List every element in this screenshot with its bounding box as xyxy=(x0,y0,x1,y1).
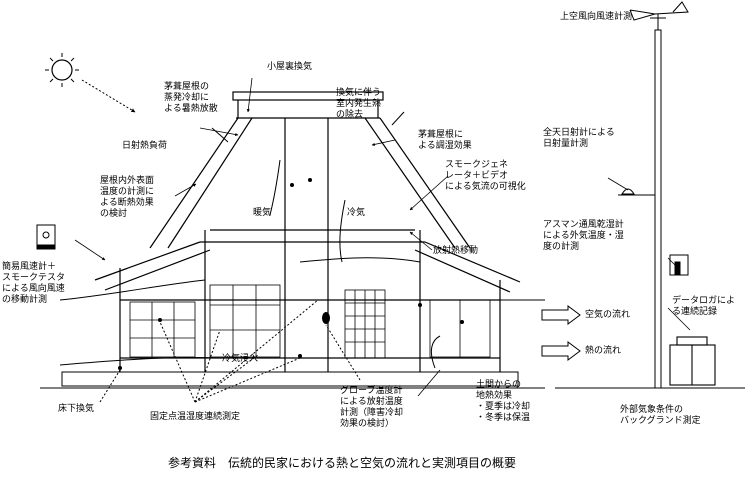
thatch-humidity-label: 茅葺屋根に よる調湿効果 xyxy=(418,130,472,151)
smoke-gen-label: スモークジェネ レータ＋ビデオ による気流の可視化 xyxy=(445,160,526,192)
fixed-point-label: 固定点温湿度連続測定 xyxy=(150,412,241,422)
ground-line xyxy=(40,371,745,389)
video-camera-icon xyxy=(36,224,56,250)
small-roof-vent-label: 小屋裏換気 xyxy=(267,62,313,72)
psychrometer-icon xyxy=(669,254,689,276)
data-logger-icon xyxy=(669,336,716,386)
vent-heat-removal-label: 換気に伴う 室内発生熱 の除去 xyxy=(336,88,382,120)
background-label: 外部気象条件の バックグランド測定 xyxy=(620,405,701,426)
fixed-point-leaders xyxy=(99,299,361,403)
figure-caption: 参考資料 伝統的民家における熱と空気の流れと実測項目の概要 xyxy=(168,456,517,470)
label-leaders xyxy=(74,77,691,397)
shoji-windows xyxy=(129,284,491,359)
heat-flow-legend-label: 熱の流れ xyxy=(585,346,622,356)
weather-mast xyxy=(650,17,666,389)
cool-air-label: 冷気 xyxy=(347,208,366,218)
solar-ray xyxy=(81,79,136,113)
air-flow-arrows xyxy=(59,111,545,369)
anemometer-label: 簡易風速計＋ スモークテスタ による風向風速 の移動計測 xyxy=(2,262,66,305)
farmhouse xyxy=(94,91,521,372)
ground-effect-label: 土間からの 地熱効果 ・夏季は冷却 ・冬季は保温 xyxy=(476,380,531,423)
globe-thermo-label: グローブ温度計 による放射温度 計測（障害冷却 効果の検討） xyxy=(340,386,404,429)
pyranometer-icon xyxy=(618,188,655,196)
sun-icon xyxy=(45,53,79,87)
measurement-points xyxy=(118,178,464,370)
air-flow-legend-label: 空気の流れ xyxy=(585,310,631,320)
cold-intrusion-label: 冷気浸入 xyxy=(222,354,259,364)
assmann-label: アスマン通風乾湿計 による外気温度・湿 度の計測 xyxy=(543,220,624,252)
legend-arrows xyxy=(541,305,581,361)
upper-wind-label: 上空風向風速計測 xyxy=(560,12,633,22)
underfloor-vent-label: 床下換気 xyxy=(58,404,95,414)
roof-surface-temp-label: 屋根内外表面 温度の計測に よる断熱効果 の検討 xyxy=(100,176,155,219)
wind-vane-icon xyxy=(629,1,689,30)
datalogger-label: データロガによ る連続記録 xyxy=(672,296,736,317)
globe-thermometer-icon xyxy=(322,312,330,324)
thatch-evap-label: 茅葺屋根の 蒸発冷却に よる暑熱放散 xyxy=(164,82,218,114)
radiant-transfer-label: 放射熱移動 xyxy=(433,246,479,256)
solar-load-label: 日射熱負荷 xyxy=(122,141,168,151)
warm-air-label: 暖気 xyxy=(253,208,272,218)
solar-meter-label: 全天日射計による 日射量計測 xyxy=(543,128,615,149)
